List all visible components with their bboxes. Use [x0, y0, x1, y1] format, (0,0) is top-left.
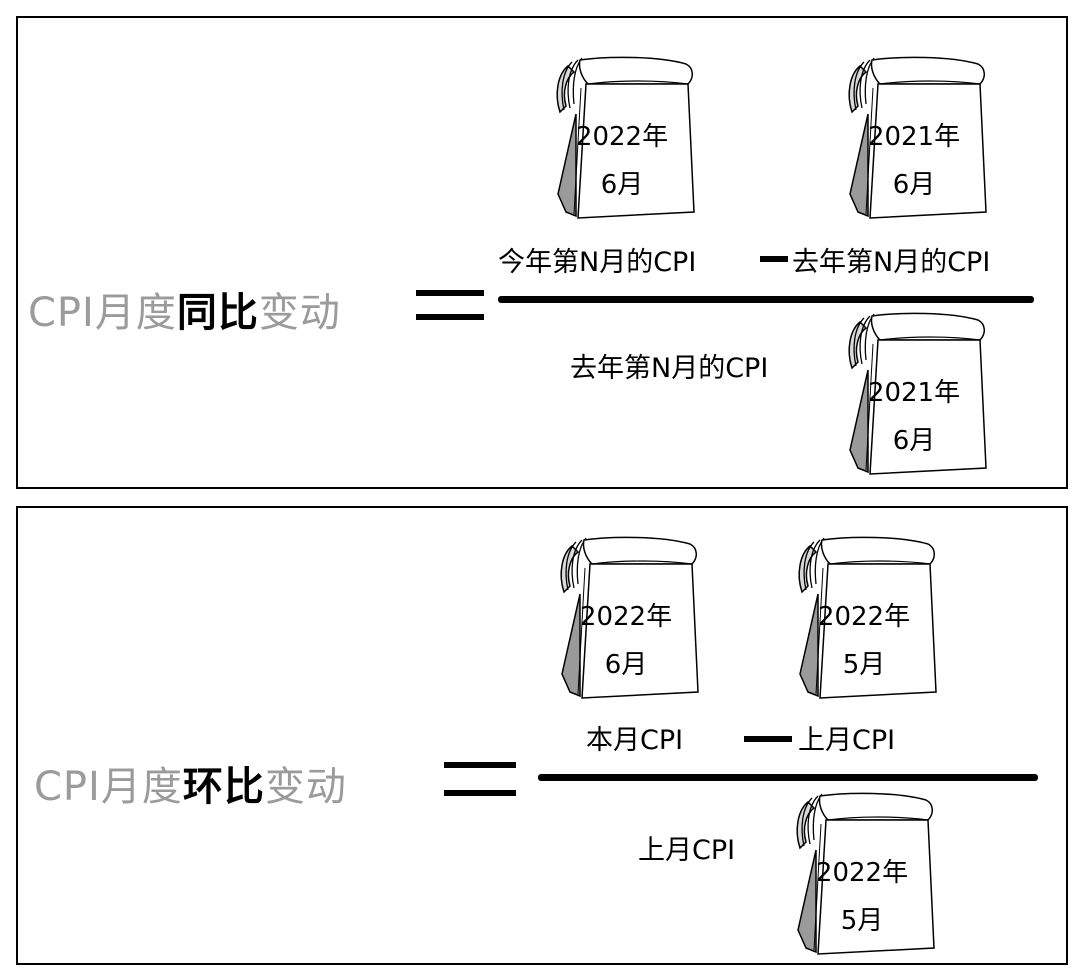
mom-cal-c-year: 2022年: [815, 858, 909, 888]
calendar-drawing: [796, 792, 935, 955]
calendar-drawing: [798, 536, 937, 699]
mom-panel: CPI月度环比变动 2022年 6月: [16, 506, 1068, 965]
mom-label-suffix: 变动: [264, 764, 347, 810]
calendar-drawing: [848, 56, 987, 219]
mom-equals-bar-top: [444, 762, 516, 768]
mom-formula-label: CPI月度环比变动: [34, 754, 347, 812]
yoy-label-keyword: 同比: [176, 290, 259, 336]
calendar-icon: 2022年 5月: [788, 790, 938, 960]
calendar-drawing: [848, 312, 987, 475]
yoy-equals-bar-top: [416, 290, 484, 296]
yoy-cal-a-year: 2022年: [575, 122, 669, 152]
mom-label-keyword: 环比: [182, 764, 265, 810]
mom-numerator-right: 上月CPI: [798, 725, 896, 756]
yoy-cal-b-year: 2021年: [867, 122, 961, 152]
calendar-drawing: [560, 536, 699, 699]
yoy-formula-label: CPI月度同比变动: [28, 280, 341, 338]
mom-cal-c-month: 5月: [840, 906, 884, 936]
mom-cal-b-month: 5月: [842, 650, 886, 680]
mom-cal-a-year: 2022年: [579, 602, 673, 632]
mom-label-prefix: CPI月度: [34, 764, 183, 810]
mom-minus-sign: [744, 736, 792, 742]
calendar-icon: 2021年 6月: [840, 54, 990, 224]
mom-denominator: 上月CPI: [638, 835, 736, 866]
yoy-cal-c-month: 6月: [892, 426, 936, 456]
calendar-icon: 2022年 6月: [548, 54, 698, 224]
calendar-icon: 2021年 6月: [840, 310, 990, 480]
mom-numerator-left: 本月CPI: [586, 725, 684, 756]
yoy-numerator-left: 今年第N月的CPI: [498, 247, 697, 278]
mom-cal-b-year: 2022年: [817, 602, 911, 632]
calendar-icon: 2022年 5月: [790, 534, 940, 704]
yoy-cal-b-month: 6月: [892, 170, 936, 200]
calendar-icon: 2022年 6月: [552, 534, 702, 704]
yoy-cal-a-month: 6月: [600, 170, 644, 200]
yoy-numerator-right: 去年第N月的CPI: [792, 247, 991, 278]
mom-cal-a-month: 6月: [604, 650, 648, 680]
yoy-denominator: 去年第N月的CPI: [570, 353, 769, 384]
yoy-panel: CPI月度同比变动 2022年 6月: [16, 16, 1068, 489]
mom-equals-bar-bottom: [444, 790, 516, 796]
calendar-drawing: [556, 56, 695, 219]
yoy-cal-c-year: 2021年: [867, 378, 961, 408]
mom-fraction-bar: [538, 774, 1038, 781]
yoy-minus-sign: [760, 256, 788, 262]
yoy-fraction-bar: [498, 296, 1034, 303]
yoy-label-prefix: CPI月度: [28, 290, 177, 336]
yoy-label-suffix: 变动: [258, 290, 341, 336]
yoy-equals-bar-bottom: [416, 314, 484, 320]
